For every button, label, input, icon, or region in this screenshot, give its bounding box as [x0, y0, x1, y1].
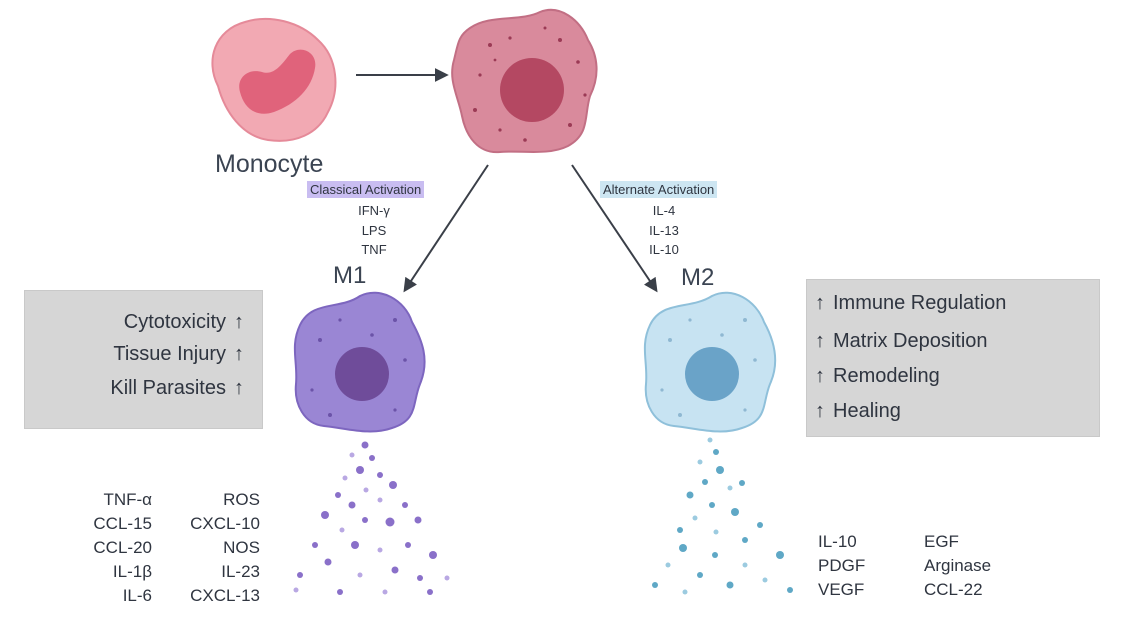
cytokine: IL-6 — [122, 586, 152, 605]
m2-cytokines-right: EGF Arginase CCL-22 — [924, 530, 1024, 602]
up-arrow-icon: ↑ — [815, 400, 825, 422]
alternate-stimulus: IL-10 — [649, 242, 679, 257]
up-arrow-icon: ↑ — [815, 292, 825, 314]
m2-cell — [643, 291, 777, 433]
cytokine: PDGF — [818, 556, 866, 575]
classical-stimulus: TNF — [361, 242, 387, 257]
monocyte-label: Monocyte — [215, 150, 324, 178]
m2-effect-label: Matrix Deposition — [833, 330, 988, 352]
classical-activation-label: Classical Activation — [307, 181, 425, 198]
arrow-to-m1 — [403, 164, 489, 293]
up-arrow-icon: ↑ — [234, 311, 244, 333]
m2-effect-label: Healing — [833, 400, 901, 422]
m1-effect-label: Kill Parasites — [110, 377, 226, 399]
alternate-activation-label: Alternate Activation — [600, 181, 718, 198]
classical-stimulus: LPS — [361, 222, 387, 238]
m1-effect: Kill Parasites ↑ — [110, 377, 244, 400]
alternate-stimulus: IL-4 — [652, 203, 676, 218]
m1-cell — [293, 291, 426, 433]
m2-effects-box: ↑ Immune Regulation ↑ Matrix Deposition … — [806, 279, 1100, 437]
cytokine: CXCL-10 — [190, 514, 260, 533]
arrow-to-m2 — [571, 164, 658, 293]
up-arrow-icon: ↑ — [815, 365, 825, 387]
cytokine: ROS — [223, 490, 260, 509]
m2-effect: ↑ Immune Regulation — [815, 292, 1006, 315]
cytokine: IL-10 — [818, 532, 857, 551]
m2-effect-label: Immune Regulation — [833, 292, 1007, 314]
cytokine: CCL-22 — [924, 580, 983, 599]
cytokine: CCL-15 — [93, 514, 152, 533]
macrophage-cell — [451, 9, 598, 154]
m1-effects-box: Cytotoxicity ↑ Tissue Injury ↑ Kill Para… — [24, 290, 263, 429]
monocyte-cell — [211, 17, 337, 142]
m1-secretion-dots — [293, 441, 450, 595]
up-arrow-icon: ↑ — [815, 330, 825, 352]
m1-effect-label: Tissue Injury — [113, 343, 226, 365]
cytokine: IL-23 — [221, 562, 260, 581]
cytokine: Arginase — [924, 556, 992, 575]
cytokine: NOS — [223, 538, 260, 557]
up-arrow-icon: ↑ — [234, 343, 244, 365]
m2-cytokines-left: IL-10 PDGF VEGF — [818, 530, 898, 602]
m2-effect: ↑ Remodeling — [815, 365, 940, 388]
m2-effect: ↑ Matrix Deposition — [815, 330, 988, 353]
m2-label: M2 — [681, 264, 715, 291]
alternate-stimuli-list: IL-4 IL-13 IL-10 — [640, 201, 688, 260]
m1-effect: Tissue Injury ↑ — [113, 343, 244, 366]
cytokine: EGF — [924, 532, 959, 551]
cytokine: VEGF — [818, 580, 865, 599]
m1-cytokines-right: ROS CXCL-10 NOS IL-23 CXCL-13 — [170, 488, 260, 608]
cytokine: CXCL-13 — [190, 586, 260, 605]
cytokine: CCL-20 — [93, 538, 152, 557]
classical-stimuli-list: IFN-γ LPS TNF — [350, 201, 398, 260]
up-arrow-icon: ↑ — [234, 377, 244, 399]
cytokine: TNF-α — [103, 490, 152, 509]
m1-cytokines-left: TNF-α CCL-15 CCL-20 IL-1β IL-6 — [80, 488, 152, 608]
m2-effect-label: Remodeling — [833, 365, 940, 387]
m1-effect: Cytotoxicity ↑ — [124, 311, 244, 334]
m1-label: M1 — [333, 262, 367, 289]
m1-effect-label: Cytotoxicity — [123, 311, 226, 333]
cytokine: IL-1β — [112, 562, 152, 581]
classical-stimulus: IFN-γ — [358, 203, 390, 218]
alternate-stimulus: IL-13 — [649, 222, 679, 238]
m2-secretion-dots — [652, 437, 793, 595]
m2-effect: ↑ Healing — [815, 400, 901, 423]
